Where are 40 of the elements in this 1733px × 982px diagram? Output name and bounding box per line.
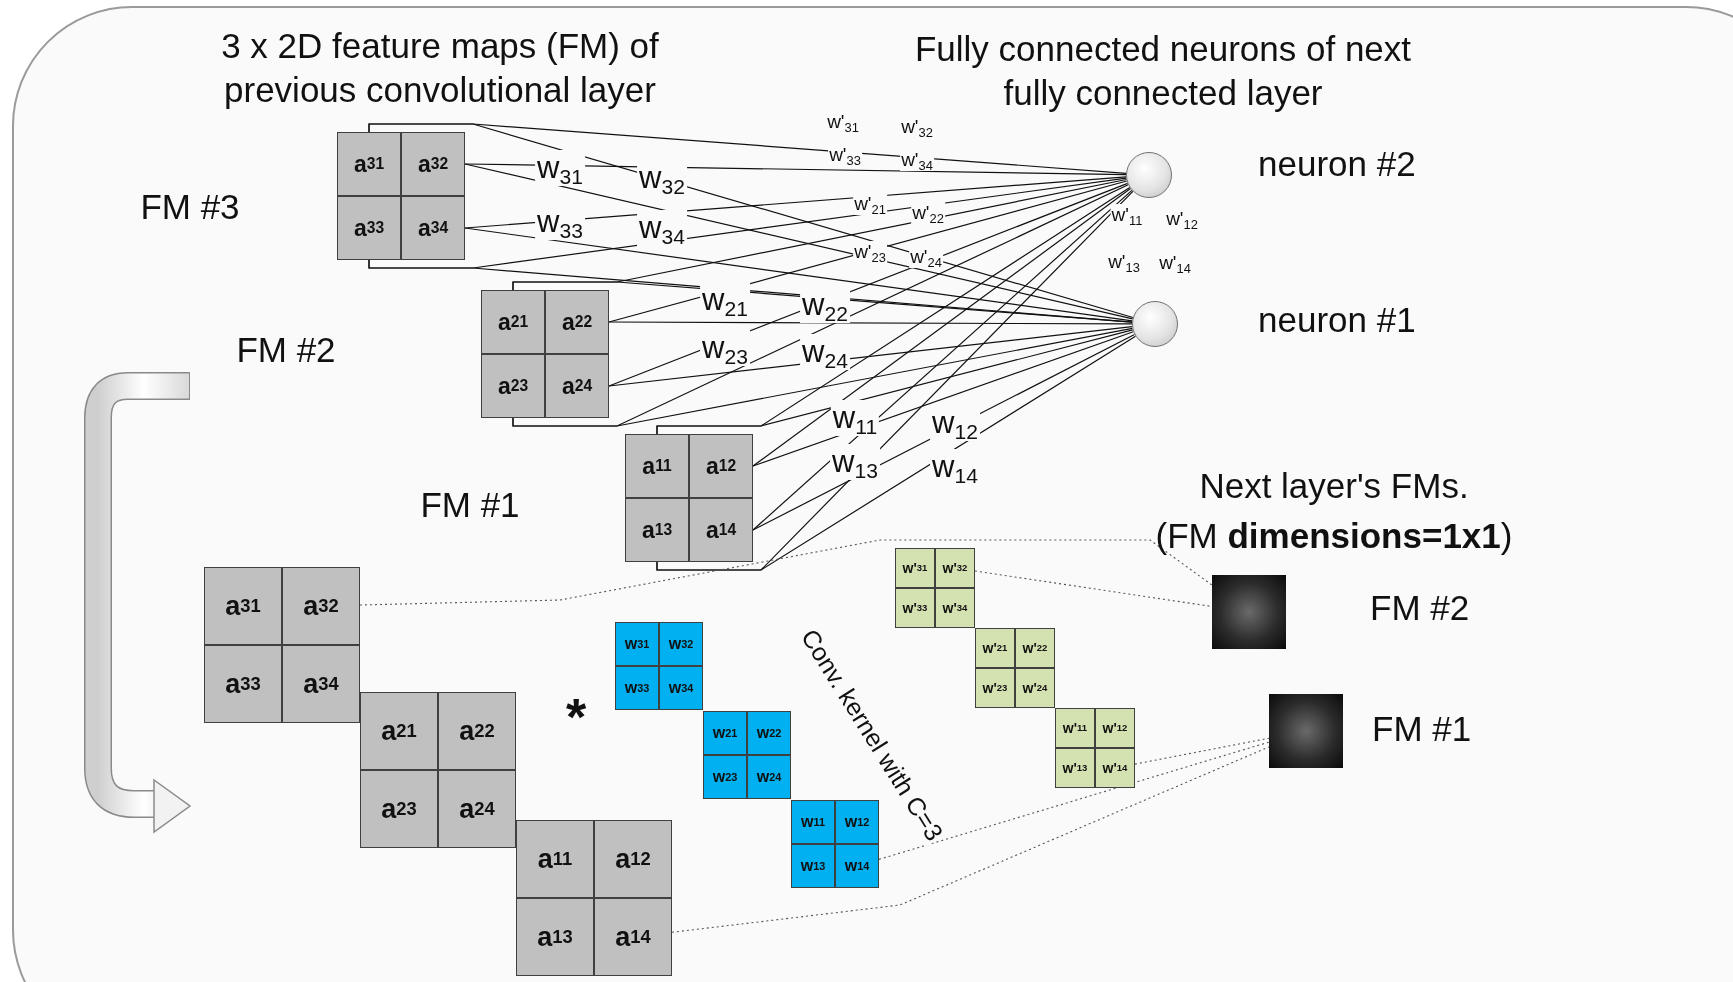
weight-label: w$_{23}$ <box>700 330 750 366</box>
connection-line <box>752 331 1134 467</box>
weight-label: w$_{14}$ <box>930 449 980 485</box>
connection-line <box>608 326 1133 387</box>
connection-line <box>464 227 1133 322</box>
connection-line <box>656 335 1137 571</box>
weight-label: w$_{31}$ <box>535 150 585 186</box>
weight-label: w'$_{23}$ <box>853 241 887 263</box>
weight-label: w$_{34}$ <box>637 210 687 246</box>
weight-label: w$_{11}$ <box>830 400 880 436</box>
weight-label: w'$_{22}$ <box>911 202 945 224</box>
connection-line <box>464 163 1134 320</box>
connection-line <box>512 327 1133 427</box>
connection-line <box>656 329 1134 435</box>
feature-map-label: FM #2 <box>236 330 336 370</box>
weight-label: w'$_{21}$ <box>853 193 887 215</box>
output-feature-map <box>1212 575 1286 649</box>
dotted-connection-line <box>878 741 1270 860</box>
heading: 3 x 2D feature maps (FM) of previous convolutional layer <box>220 24 660 111</box>
connection-line <box>752 188 1132 467</box>
feature-map-label: FM #1 <box>1372 709 1472 749</box>
weight-label: w$_{21}$ <box>700 282 750 318</box>
weight-label: w'$_{11}$ <box>1110 204 1144 226</box>
neuron-label: neuron #1 <box>1258 300 1416 340</box>
dotted-connection-line <box>1134 737 1270 765</box>
caption-text: (FM dimensions=1x1) <box>1155 516 1513 556</box>
connection-line <box>608 321 1133 325</box>
feature-map-label: FM #3 <box>140 187 240 227</box>
convolution-operator: * <box>565 697 587 727</box>
caption-text: Next layer's FMs. <box>1199 466 1469 506</box>
heading: Fully connected neurons of next fully connected layer <box>913 27 1413 114</box>
weight-label: w$_{13}$ <box>830 444 880 480</box>
feature-map-label: FM #2 <box>1370 588 1470 628</box>
connection-line <box>752 189 1133 531</box>
output-feature-map <box>1269 694 1343 768</box>
feature-map-label: FM #1 <box>420 485 520 525</box>
weight-label: w$_{24}$ <box>800 334 850 370</box>
dotted-connection-line <box>359 539 1213 606</box>
neuron-label: neuron #2 <box>1258 144 1416 184</box>
dotted-connection-line <box>671 746 1270 933</box>
